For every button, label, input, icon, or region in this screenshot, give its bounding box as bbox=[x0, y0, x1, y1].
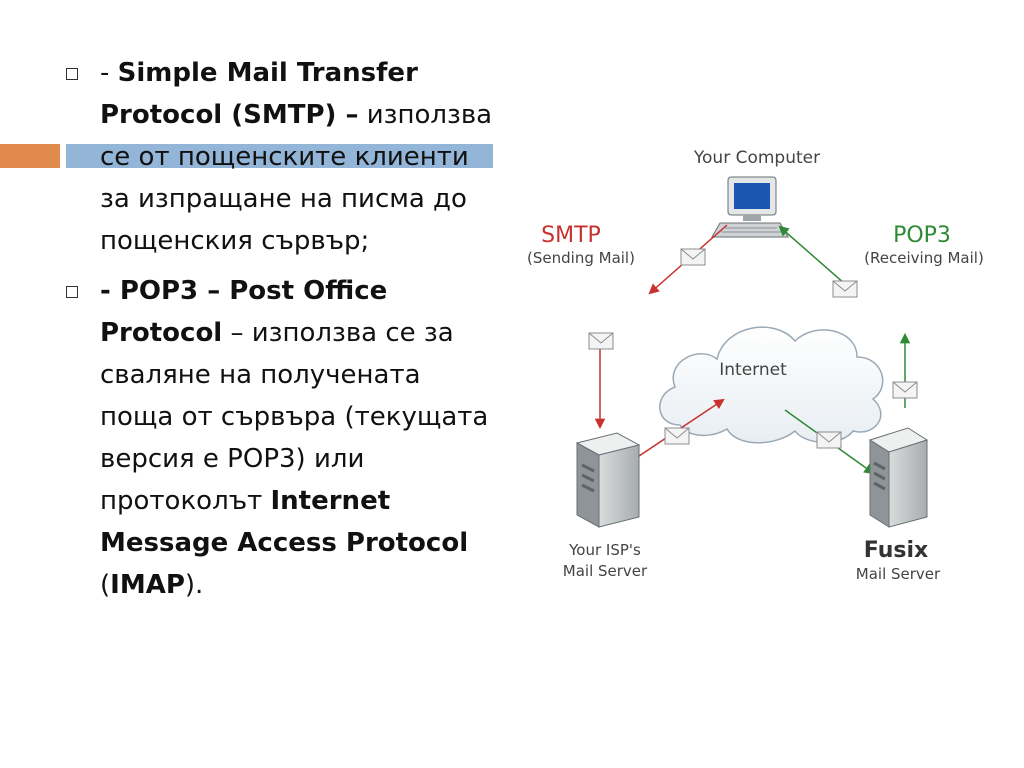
envelope-icon bbox=[816, 431, 842, 449]
bullet-smtp-title: Simple Mail Transfer Protocol (SMTP) – bbox=[100, 58, 418, 130]
bullet-list: - Simple Mail Transfer Protocol (SMTP) –… bbox=[60, 52, 500, 614]
bullet-pop3-title: - POP3 – Post Office Protocol bbox=[100, 276, 388, 348]
envelope-icon bbox=[832, 280, 858, 298]
fusix-server-icon bbox=[868, 427, 929, 528]
accent-bar-blue bbox=[66, 144, 493, 168]
isp-server-label-line1: Your ISP's bbox=[568, 541, 641, 559]
bullet-smtp-text: използва се от пощенските клиенти за изп… bbox=[100, 100, 493, 256]
square-bullet-icon bbox=[66, 68, 78, 80]
sending-mail-label: (Sending Mail) bbox=[527, 249, 635, 267]
computer-icon bbox=[711, 176, 789, 238]
your-computer-label: Your Computer bbox=[693, 148, 820, 168]
bullet-imap-close: ). bbox=[184, 570, 204, 600]
square-bullet-icon bbox=[66, 286, 78, 298]
envelope-icon bbox=[680, 248, 706, 266]
bullet-pop3-text: – използва се за сваляне на получената п… bbox=[100, 318, 489, 516]
mail-flow-diagram: Your Computer SMTP (Sending Mail) POP3 (… bbox=[527, 148, 984, 583]
fusix-server-label: Mail Server bbox=[856, 565, 941, 583]
internet-label: Internet bbox=[719, 360, 787, 380]
bullet-smtp: - Simple Mail Transfer Protocol (SMTP) –… bbox=[60, 52, 500, 262]
isp-server-label-line2: Mail Server bbox=[563, 562, 648, 580]
bullet-imap-title: Internet Message Access Protocol bbox=[100, 486, 469, 558]
envelope-icon bbox=[892, 381, 918, 399]
arrow-to-computer bbox=[778, 225, 854, 292]
bullet-imap-open: ( bbox=[100, 570, 111, 600]
accent-bar-orange bbox=[0, 144, 60, 168]
envelope-icon bbox=[588, 332, 614, 350]
fusix-logo: Fusix bbox=[864, 538, 928, 563]
pop3-label: POP3 bbox=[893, 223, 951, 248]
bullet-smtp-prefix: - bbox=[100, 58, 118, 88]
internet-cloud-icon bbox=[659, 326, 884, 444]
receiving-mail-label: (Receiving Mail) bbox=[864, 249, 984, 267]
envelope-icon bbox=[664, 427, 690, 445]
bullet-pop3: - POP3 – Post Office Protocol – използва… bbox=[60, 270, 500, 606]
isp-server-icon bbox=[575, 432, 641, 528]
bullet-imap-abbr: IMAP bbox=[110, 570, 185, 600]
smtp-label: SMTP bbox=[541, 223, 601, 248]
